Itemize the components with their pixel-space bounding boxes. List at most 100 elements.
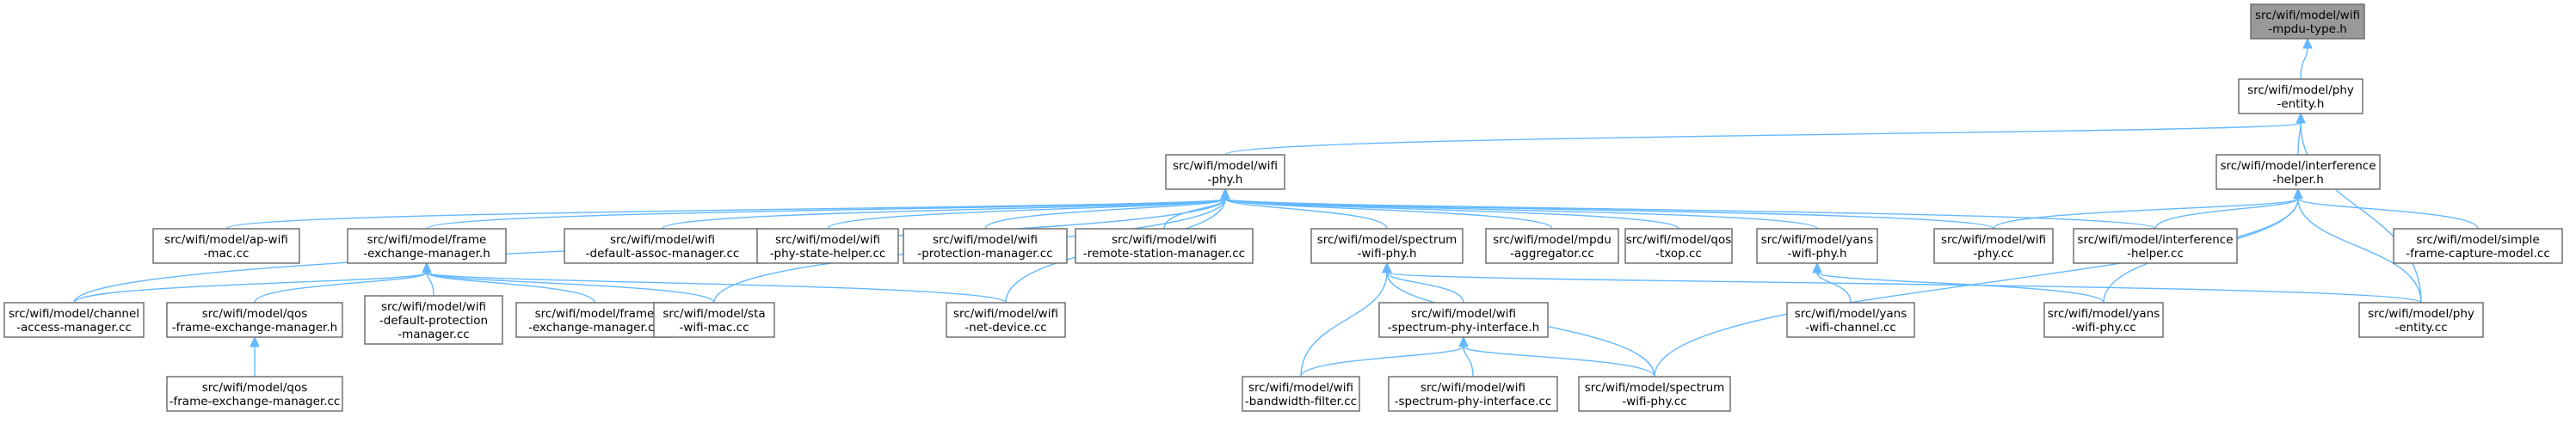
node-label: src/wifi/model/wifi (1420, 381, 1525, 395)
file-node-qos-txop[interactable]: src/wifi/model/qos-txop.cc (1624, 228, 1733, 264)
node-label: src/wifi/model/wifi (933, 233, 1038, 247)
node-label: src/wifi/model/wifi (1411, 307, 1516, 321)
file-node-frame-exch-h[interactable]: src/wifi/model/frame-exchange-manager.h (347, 228, 507, 264)
node-box (1485, 228, 1619, 264)
node-label: src/wifi/model/wifi (953, 307, 1058, 321)
node-label: -default-protection (379, 314, 488, 328)
file-node-frame-exch-cc[interactable]: src/wifi/model/frame-exchange-manager.cc (515, 302, 674, 338)
node-label: src/wifi/model/mpdu (1493, 233, 1612, 247)
node-box (166, 376, 343, 412)
node-label: src/wifi/model/qos (1626, 233, 1732, 247)
node-label: -bandwidth-filter.cc (1245, 395, 1357, 408)
edge-line (984, 198, 1226, 230)
file-node-yans-phy-h[interactable]: src/wifi/model/yans-wifi-phy.h (1756, 228, 1878, 264)
edge-line (1300, 272, 1388, 378)
edge-line (426, 272, 715, 304)
dependency-edge (1220, 187, 1553, 230)
dependency-edge (1458, 335, 1655, 378)
node-box (1388, 376, 1558, 412)
file-node-net-device[interactable]: src/wifi/model/wifi-net-device.cc (946, 302, 1066, 338)
file-node-wifi-phy-h[interactable]: src/wifi/model/wifi-phy.h (1165, 154, 1285, 190)
dependency-edge (1163, 187, 1230, 230)
file-node-phy-state-helper[interactable]: src/wifi/model/wifi-phy-state-helper.cc (756, 228, 899, 264)
node-label: -spectrum-phy-interface.h (1388, 321, 1539, 335)
edge-line (662, 198, 1226, 230)
dependency-edge (1654, 187, 2303, 378)
edge-line (2154, 198, 2299, 230)
file-node-def-assoc[interactable]: src/wifi/model/wifi-default-assoc-manage… (564, 228, 761, 264)
node-label: src/wifi/model/wifi (775, 233, 880, 247)
edge-line (2300, 122, 2422, 304)
file-node-remote-station[interactable]: src/wifi/model/wifi-remote-station-manag… (1075, 228, 1254, 264)
node-box (2393, 228, 2563, 264)
file-node-interference-cc[interactable]: src/wifi/model/interference-helper.cc (2073, 228, 2238, 264)
edge-line (1300, 346, 1464, 378)
arrow-head (250, 335, 260, 347)
node-box (1075, 228, 1254, 264)
file-node-spi-cc[interactable]: src/wifi/model/wifi-spectrum-phy-interfa… (1388, 376, 1558, 412)
dependency-edge (662, 187, 1230, 230)
file-node-spi-h[interactable]: src/wifi/model/wifi-spectrum-phy-interfa… (1378, 302, 1549, 338)
file-node-protection-mgr[interactable]: src/wifi/model/wifi-protection-manager.c… (903, 228, 1068, 264)
edge-line (827, 198, 1226, 230)
file-node-yans-channel[interactable]: src/wifi/model/yans-wifi-channel.cc (1786, 302, 1915, 338)
file-node-mpdu-aggr[interactable]: src/wifi/model/mpdu-aggregator.cc (1485, 228, 1619, 264)
node-label: src/wifi/model/interference (2077, 233, 2233, 247)
node-label: -net-device.cc (964, 321, 1046, 335)
dependency-edge (2300, 37, 2313, 80)
file-node-sta-wifi-mac[interactable]: src/wifi/model/sta-wifi-mac.cc (653, 302, 775, 338)
edge-line (1816, 272, 2105, 304)
node-label: src/wifi/model/qos (202, 381, 308, 395)
node-label: -helper.cc (2127, 247, 2184, 261)
node-box (166, 302, 343, 338)
node-box (1310, 228, 1464, 264)
node-label: -wifi-phy.cc (2071, 321, 2135, 335)
node-label: src/wifi/model/wifi (1112, 233, 1217, 247)
node-box (1756, 228, 1878, 264)
file-node-def-protection[interactable]: src/wifi/model/wifi-default-protection-m… (364, 295, 503, 345)
node-box (2358, 302, 2484, 338)
edge-line (73, 272, 428, 304)
node-label: -wifi-phy.h (1787, 247, 1846, 261)
node-box (1578, 376, 1731, 412)
dependency-edge (1382, 261, 2422, 304)
edge-line (2297, 198, 2479, 230)
node-label: -frame-capture-model.cc (2406, 247, 2550, 261)
node-box (2250, 3, 2365, 40)
edge-line (1463, 346, 1655, 378)
file-node-yans-phy-cc[interactable]: src/wifi/model/yans-wifi-phy.cc (2043, 302, 2164, 338)
arrow-head (2293, 187, 2303, 200)
edge-line (1386, 272, 2422, 304)
node-box (756, 228, 899, 264)
dependency-edge (1300, 261, 1392, 378)
arrow-head (422, 261, 432, 273)
file-node-phy-entity-cc[interactable]: src/wifi/model/phy-entity.cc (2358, 302, 2484, 338)
file-node-bandwidth-filter[interactable]: src/wifi/model/wifi-bandwidth-filter.cc (1242, 376, 1360, 412)
file-node-spectrum-phy-cc[interactable]: src/wifi/model/spectrum-wifi-phy.cc (1578, 376, 1731, 412)
file-node-interference-h[interactable]: src/wifi/model/interference-helper.h (2215, 154, 2381, 190)
edge-layer (73, 37, 2479, 378)
file-node-spectrum-phy-h[interactable]: src/wifi/model/spectrum-wifi-phy.h (1310, 228, 1464, 264)
node-label: -access-manager.cc (16, 321, 132, 335)
arrow-head (1812, 261, 1822, 273)
node-box (1242, 376, 1360, 412)
file-node-wifi-phy-cc[interactable]: src/wifi/model/wifi-phy.cc (1933, 228, 2054, 264)
file-node-mpdu-type: src/wifi/model/wifi-mpdu-type.h (2250, 3, 2365, 40)
edge-line (254, 272, 428, 304)
node-label: src/wifi/model/spectrum (1585, 381, 1725, 395)
node-box (653, 302, 775, 338)
file-node-qos-fem-h[interactable]: src/wifi/model/qos-frame-exchange-manage… (166, 302, 343, 338)
file-node-ap-wifi-mac[interactable]: src/wifi/model/ap-wifi-mac.cc (152, 228, 300, 264)
file-node-simple-capture[interactable]: src/wifi/model/simple-frame-capture-mode… (2393, 228, 2563, 264)
node-label: -aggregator.cc (1510, 247, 1594, 261)
node-box (1624, 228, 1733, 264)
node-label: -wifi-channel.cc (1805, 321, 1896, 335)
file-node-channel-access[interactable]: src/wifi/model/channel-access-manager.cc (3, 302, 145, 338)
edge-line (1993, 198, 2299, 230)
file-node-qos-fem-cc[interactable]: src/wifi/model/qos-frame-exchange-manage… (166, 376, 343, 412)
node-box (2238, 78, 2363, 114)
node-label: src/wifi/model/wifi (1941, 233, 2046, 247)
node-label: -wifi-phy.h (1357, 247, 1416, 261)
file-node-phy-entity-h[interactable]: src/wifi/model/phy-entity.h (2238, 78, 2363, 114)
dependency-edge (225, 187, 1230, 230)
